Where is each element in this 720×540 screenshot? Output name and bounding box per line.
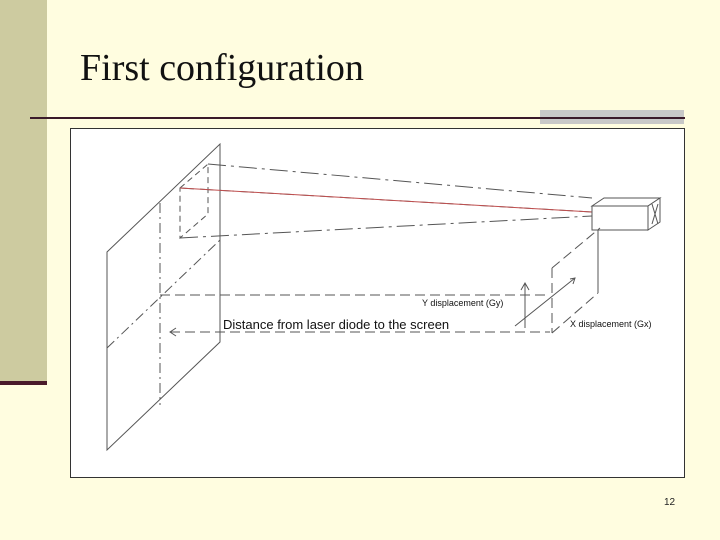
- distance-label: Distance from laser diode to the screen: [223, 317, 449, 332]
- sidebar-accent: [0, 381, 47, 385]
- dimension-lines: [160, 294, 550, 333]
- laser-diode: [590, 197, 662, 231]
- y-displacement-label: Y displacement (Gy): [422, 298, 503, 308]
- displacement-axes: [514, 277, 576, 328]
- page-number: 12: [664, 497, 676, 508]
- diagram-canvas: Distance from laser diode to the screen …: [70, 128, 685, 478]
- screen-panel: [106, 142, 221, 452]
- title-rule: [30, 117, 685, 119]
- figure-frame: [70, 128, 685, 478]
- left-sidebar-bar: [0, 0, 47, 383]
- distance-arrow-head: [169, 327, 177, 337]
- x-displacement-label: X displacement (Gx): [570, 319, 652, 329]
- laser-beam: [179, 187, 593, 213]
- displacement-box: [551, 227, 601, 334]
- slide-title: First configuration: [80, 47, 364, 89]
- diagram-figure: Distance from laser diode to the screen …: [70, 128, 685, 478]
